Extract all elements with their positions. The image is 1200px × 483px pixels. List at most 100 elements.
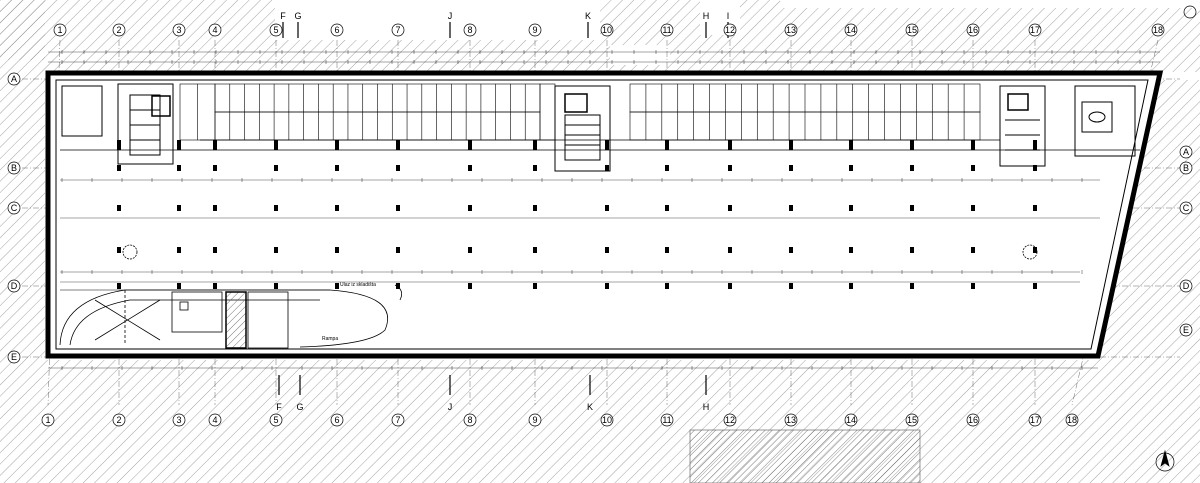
axis-bubble-top: 13 xyxy=(784,23,798,37)
column xyxy=(665,247,669,253)
dimension-lines xyxy=(48,51,1160,369)
axis-label: 9 xyxy=(532,25,537,35)
axis-bubble-top: 1 xyxy=(53,23,67,37)
column xyxy=(213,165,217,171)
column xyxy=(533,205,537,211)
column xyxy=(728,165,732,171)
column xyxy=(274,165,278,171)
axis-bubble-bottom: 13 xyxy=(784,413,798,427)
row-label: C xyxy=(1183,203,1190,213)
axis-bubble-bottom: 10 xyxy=(600,413,614,427)
section-label: K xyxy=(585,11,591,21)
column xyxy=(1033,283,1037,289)
axis-bubble-top: 18 xyxy=(1151,23,1165,37)
axis-label: 1 xyxy=(57,25,62,35)
axis-label: 2 xyxy=(116,25,121,35)
column xyxy=(849,283,853,289)
north-arrow-icon xyxy=(1155,5,1197,472)
axis-label: 6 xyxy=(334,25,339,35)
column xyxy=(177,205,181,211)
axis-label: 13 xyxy=(786,25,796,35)
column xyxy=(910,140,914,150)
column xyxy=(335,283,339,289)
axis-label: 8 xyxy=(467,415,472,425)
column xyxy=(468,205,472,211)
column xyxy=(971,247,975,253)
ramp-note-2: Rampa xyxy=(322,336,338,342)
column xyxy=(849,140,853,150)
column xyxy=(605,205,609,211)
axis-bubble-bottom: 9 xyxy=(528,413,542,427)
section-marker-top: H xyxy=(703,11,710,38)
row-bubble-left: D xyxy=(7,279,21,293)
axis-bubble-bottom: 4 xyxy=(208,413,222,427)
storage-cells xyxy=(60,83,1140,151)
row-bubble-left: E xyxy=(7,350,21,364)
axis-label: 12 xyxy=(725,415,735,425)
axis-bubble-top: 16 xyxy=(966,23,980,37)
column xyxy=(665,283,669,289)
section-marker-bottom: F xyxy=(276,375,282,412)
section-marker-top: K xyxy=(585,11,591,38)
axis-label: 10 xyxy=(602,415,612,425)
column xyxy=(396,140,400,150)
row-label: D xyxy=(1183,281,1190,291)
axis-label: 6 xyxy=(334,415,339,425)
axis-bubble-top: 10 xyxy=(600,23,614,37)
section-marker-bottom: K xyxy=(587,375,593,412)
column xyxy=(213,247,217,253)
axis-bubble-bottom: 1 xyxy=(41,413,55,427)
column xyxy=(213,140,217,150)
axis-bubble-top: 14 xyxy=(844,23,858,37)
column xyxy=(605,283,609,289)
column xyxy=(910,205,914,211)
column xyxy=(177,247,181,253)
axis-label: 14 xyxy=(846,415,856,425)
column xyxy=(335,205,339,211)
axis-bubble-top: 2 xyxy=(112,23,126,37)
axis-label: 1 xyxy=(45,415,50,425)
axis-label: 15 xyxy=(907,415,917,425)
row-bubble-right: E xyxy=(1179,323,1193,337)
axis-label: 7 xyxy=(395,25,400,35)
axis-label: 11 xyxy=(662,415,671,425)
column xyxy=(533,165,537,171)
column xyxy=(910,247,914,253)
axis-label: 18 xyxy=(1067,415,1077,425)
row-bubble-right: C xyxy=(1179,201,1193,215)
axis-label: 17 xyxy=(1030,415,1040,425)
axis-label: 5 xyxy=(273,415,278,425)
column xyxy=(117,205,121,211)
column xyxy=(274,140,278,150)
row-label: E xyxy=(1183,325,1189,335)
building-outline xyxy=(45,70,1164,359)
column xyxy=(533,247,537,253)
row-bubble-left: A xyxy=(7,72,21,86)
axis-label: 5 xyxy=(273,25,278,35)
section-label: I xyxy=(727,11,730,21)
column xyxy=(728,247,732,253)
column xyxy=(1033,205,1037,211)
row-label: E xyxy=(11,352,17,362)
column xyxy=(971,165,975,171)
axis-bubble-bottom: 15 xyxy=(905,413,919,427)
axis-bubble-top: 12 xyxy=(723,23,737,37)
row-label: B xyxy=(1183,163,1189,173)
column xyxy=(213,283,217,289)
section-marker-top: G xyxy=(294,11,302,38)
axis-bubble-bottom: 11 xyxy=(660,413,674,427)
axis-label: 11 xyxy=(662,25,671,35)
axis-label: 10 xyxy=(602,25,612,35)
axis-bubble-top: 11 xyxy=(660,23,674,37)
axis-label: 2 xyxy=(116,415,121,425)
column xyxy=(396,205,400,211)
section-label: H xyxy=(703,402,710,412)
row-label: A xyxy=(11,74,17,84)
column xyxy=(117,283,121,289)
section-label: H xyxy=(703,11,710,21)
column xyxy=(177,283,181,289)
